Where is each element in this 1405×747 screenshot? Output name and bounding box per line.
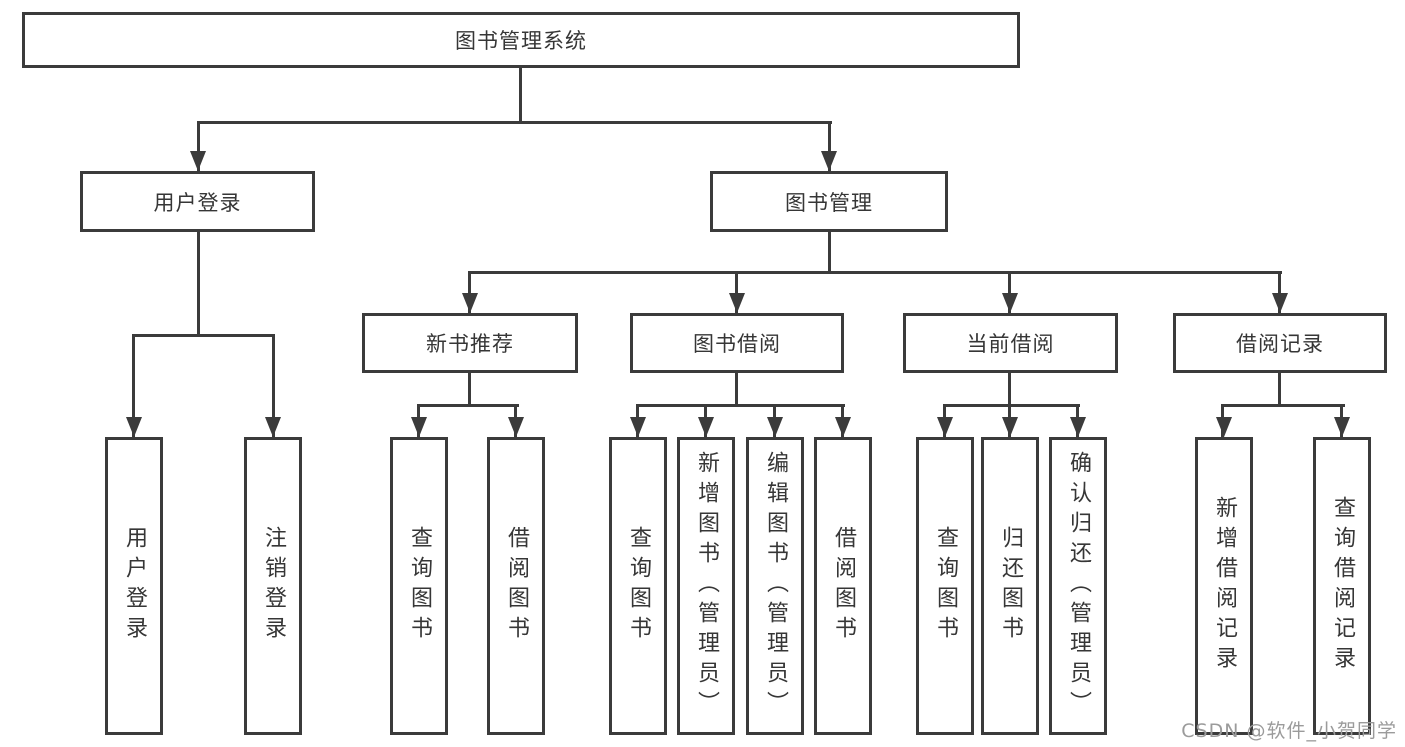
connector-new-book-bar (417, 404, 519, 407)
connector-root-bar (197, 121, 832, 124)
leaf-user-login-label: 用户登录 (122, 526, 147, 646)
connector-root-stem (519, 66, 522, 124)
connector-new-book-stem (468, 371, 471, 407)
leaf-current-return-books: 归还图书 (981, 437, 1039, 735)
connector-drop-new-book (468, 271, 471, 313)
leaf-current-query-books: 查询图书 (916, 437, 974, 735)
node-book-borrow: 图书借阅 (630, 313, 844, 373)
arrowhead-down-icon (1216, 417, 1232, 437)
arrowhead-down-icon (1272, 293, 1288, 313)
leaf-borrow-edit-books-admin: 编辑图书（管理员） (746, 437, 804, 735)
arrowhead-down-icon (508, 417, 524, 437)
arrowhead-down-icon (265, 417, 281, 437)
node-borrow-records: 借阅记录 (1173, 313, 1387, 373)
node-current-borrow-label: 当前借阅 (966, 332, 1055, 356)
connector-book-mgmt-stem (828, 230, 831, 274)
connector-current-borrow-stem (1008, 371, 1011, 407)
arrowhead-down-icon (190, 151, 206, 171)
leaf-user-login: 用户登录 (105, 437, 163, 735)
leaf-logout: 注销登录 (244, 437, 302, 735)
leaf-newbook-query-books: 查询图书 (390, 437, 448, 735)
leaf-borrow-borrow-books-label: 借阅图书 (831, 526, 856, 646)
leaf-newbook-borrow-books: 借阅图书 (487, 437, 545, 735)
leaf-records-add-record-label: 新增借阅记录 (1212, 496, 1237, 676)
connector-drop-current-borrow (1008, 271, 1011, 313)
arrowhead-down-icon (698, 417, 714, 437)
arrowhead-down-icon (1070, 417, 1086, 437)
connector-drop-book-mgmt (828, 121, 831, 171)
node-new-book-rec-label: 新书推荐 (426, 332, 514, 356)
node-new-book-rec: 新书推荐 (362, 313, 578, 373)
watermark-text: CSDN @软件_小贺同学 (1181, 720, 1397, 742)
leaf-borrow-edit-books-admin-label: 编辑图书（管理员） (763, 451, 788, 721)
arrowhead-down-icon (767, 417, 783, 437)
arrowhead-down-icon (411, 417, 427, 437)
connector-drop-leaf (272, 334, 275, 437)
node-book-mgmt-branch: 图书管理 (710, 171, 948, 232)
connector-drop-user-login (197, 121, 200, 171)
connector-user-login-stem (197, 230, 200, 337)
leaf-logout-label: 注销登录 (261, 526, 286, 646)
connector-borrow-records-bar (1221, 404, 1345, 407)
node-book-borrow-label: 图书借阅 (693, 332, 781, 356)
connector-user-login-bar (132, 334, 275, 337)
connector-drop-leaf (132, 334, 135, 437)
arrowhead-down-icon (729, 293, 745, 313)
leaf-borrow-add-books-admin: 新增图书（管理员） (677, 437, 735, 735)
node-root: 图书管理系统 (22, 12, 1020, 68)
arrowhead-down-icon (126, 417, 142, 437)
connector-drop-book-borrow (735, 271, 738, 313)
node-borrow-records-label: 借阅记录 (1236, 332, 1324, 356)
leaf-newbook-borrow-books-label: 借阅图书 (504, 526, 529, 646)
arrowhead-down-icon (1334, 417, 1350, 437)
arrowhead-down-icon (937, 417, 953, 437)
leaf-borrow-add-books-admin-label: 新增图书（管理员） (694, 451, 719, 721)
leaf-records-query-record-label: 查询借阅记录 (1330, 496, 1355, 676)
arrowhead-down-icon (1002, 293, 1018, 313)
leaf-records-add-record: 新增借阅记录 (1195, 437, 1253, 735)
leaf-records-query-record: 查询借阅记录 (1313, 437, 1371, 735)
leaf-newbook-query-books-label: 查询图书 (407, 526, 432, 646)
connector-drop-borrow-records (1278, 271, 1281, 313)
arrowhead-down-icon (462, 293, 478, 313)
leaf-current-return-books-label: 归还图书 (998, 526, 1023, 646)
node-user-login-branch-label: 用户登录 (153, 190, 242, 215)
connector-book-mgmt-bar (468, 271, 1282, 274)
leaf-current-confirm-return-admin: 确认归还（管理员） (1049, 437, 1107, 735)
connector-borrow-records-stem (1278, 371, 1281, 407)
connector-book-borrow-stem (735, 371, 738, 407)
leaf-borrow-borrow-books: 借阅图书 (814, 437, 872, 735)
leaf-borrow-query-books-label: 查询图书 (626, 526, 651, 646)
node-current-borrow: 当前借阅 (903, 313, 1118, 373)
leaf-current-query-books-label: 查询图书 (933, 526, 958, 646)
connector-book-borrow-bar (636, 404, 845, 407)
arrowhead-down-icon (835, 417, 851, 437)
connector-current-borrow-bar (943, 404, 1080, 407)
arrowhead-down-icon (1002, 417, 1018, 437)
leaf-current-confirm-return-admin-label: 确认归还（管理员） (1066, 451, 1091, 721)
arrowhead-down-icon (630, 417, 646, 437)
leaf-borrow-query-books: 查询图书 (609, 437, 667, 735)
arrowhead-down-icon (821, 151, 837, 171)
node-user-login-branch: 用户登录 (80, 171, 315, 232)
node-book-mgmt-branch-label: 图书管理 (785, 190, 873, 215)
node-root-label: 图书管理系统 (455, 29, 587, 53)
